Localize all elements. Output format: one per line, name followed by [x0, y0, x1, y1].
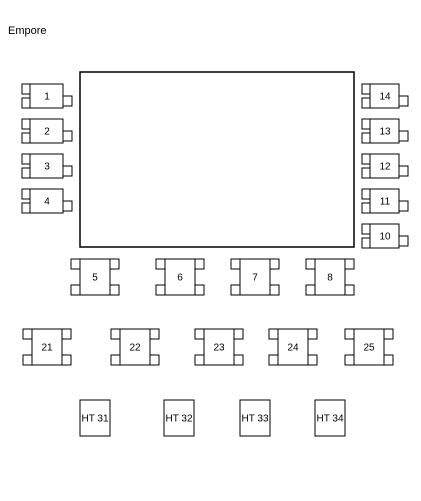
seat-6[interactable]: 6	[155, 258, 205, 296]
seat-label: 2	[44, 127, 50, 138]
table-ht-34[interactable]: HT 34	[314, 399, 346, 437]
table-label: HT 34	[316, 414, 343, 425]
seat-2[interactable]: 2	[21, 118, 73, 144]
table-ht-33[interactable]: HT 33	[239, 399, 271, 437]
seat-label: 13	[379, 127, 391, 138]
table-label: HT 33	[241, 414, 268, 425]
seat-10[interactable]: 10	[361, 223, 409, 249]
main-stage-table[interactable]	[79, 71, 355, 248]
diagram-title: Empore	[8, 25, 47, 37]
seat-25[interactable]: 25	[344, 328, 394, 366]
seat-label: 25	[363, 343, 375, 354]
seat-label: 3	[44, 162, 50, 173]
seat-label: 7	[252, 273, 258, 284]
seat-label: 24	[287, 343, 299, 354]
seat-label: 6	[177, 273, 183, 284]
seat-label: 8	[327, 273, 333, 284]
seat-24[interactable]: 24	[268, 328, 318, 366]
seat-label: 4	[44, 197, 50, 208]
seat-label: 21	[41, 343, 53, 354]
table-label: HT 31	[81, 414, 108, 425]
seat-label: 22	[129, 343, 141, 354]
seat-4[interactable]: 4	[21, 188, 73, 214]
seat-label: 10	[379, 232, 391, 243]
seat-7[interactable]: 7	[230, 258, 280, 296]
seat-11[interactable]: 11	[361, 188, 409, 214]
seat-1[interactable]: 1	[21, 83, 73, 109]
seat-label: 14	[379, 92, 391, 103]
seat-8[interactable]: 8	[305, 258, 355, 296]
seat-label: 23	[213, 343, 225, 354]
seat-21[interactable]: 21	[22, 328, 72, 366]
seat-label: 1	[44, 92, 50, 103]
seat-14[interactable]: 14	[361, 83, 409, 109]
seat-22[interactable]: 22	[110, 328, 160, 366]
seat-5[interactable]: 5	[70, 258, 120, 296]
table-label: HT 32	[165, 414, 192, 425]
seat-23[interactable]: 23	[194, 328, 244, 366]
seat-label: 5	[92, 273, 98, 284]
table-ht-31[interactable]: HT 31	[79, 399, 111, 437]
seat-label: 11	[380, 197, 391, 208]
seat-3[interactable]: 3	[21, 153, 73, 179]
seat-12[interactable]: 12	[361, 153, 409, 179]
seat-13[interactable]: 13	[361, 118, 409, 144]
table-ht-32[interactable]: HT 32	[163, 399, 195, 437]
seat-label: 12	[379, 162, 391, 173]
